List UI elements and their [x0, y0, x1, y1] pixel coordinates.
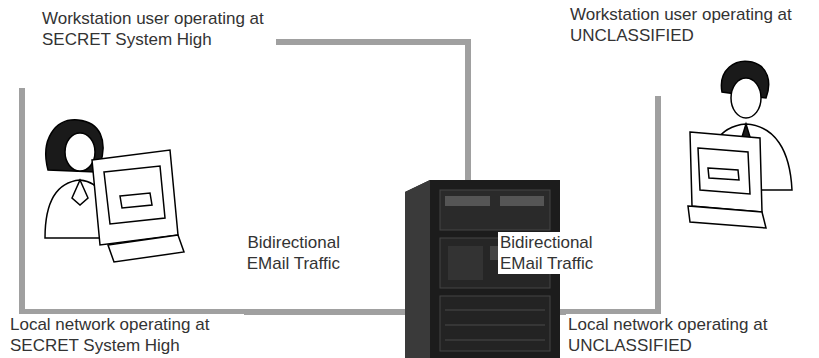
- traffic-label: Bidirectional EMail Traffic: [222, 232, 342, 274]
- workstation-user: [45, 120, 184, 262]
- traffic-label: Bidirectional EMail Traffic: [498, 232, 618, 274]
- workstation-label: Workstation user operating at UNCLASSIFI…: [568, 4, 804, 46]
- workstation-user: [688, 61, 792, 228]
- network-label: Local network operating at UNCLASSIFIED: [566, 314, 806, 356]
- network-label: Local network operating at SECRET System…: [8, 314, 244, 356]
- network-line: [22, 42, 658, 312]
- workstation-label: Workstation user operating at SECRET Sys…: [40, 8, 276, 50]
